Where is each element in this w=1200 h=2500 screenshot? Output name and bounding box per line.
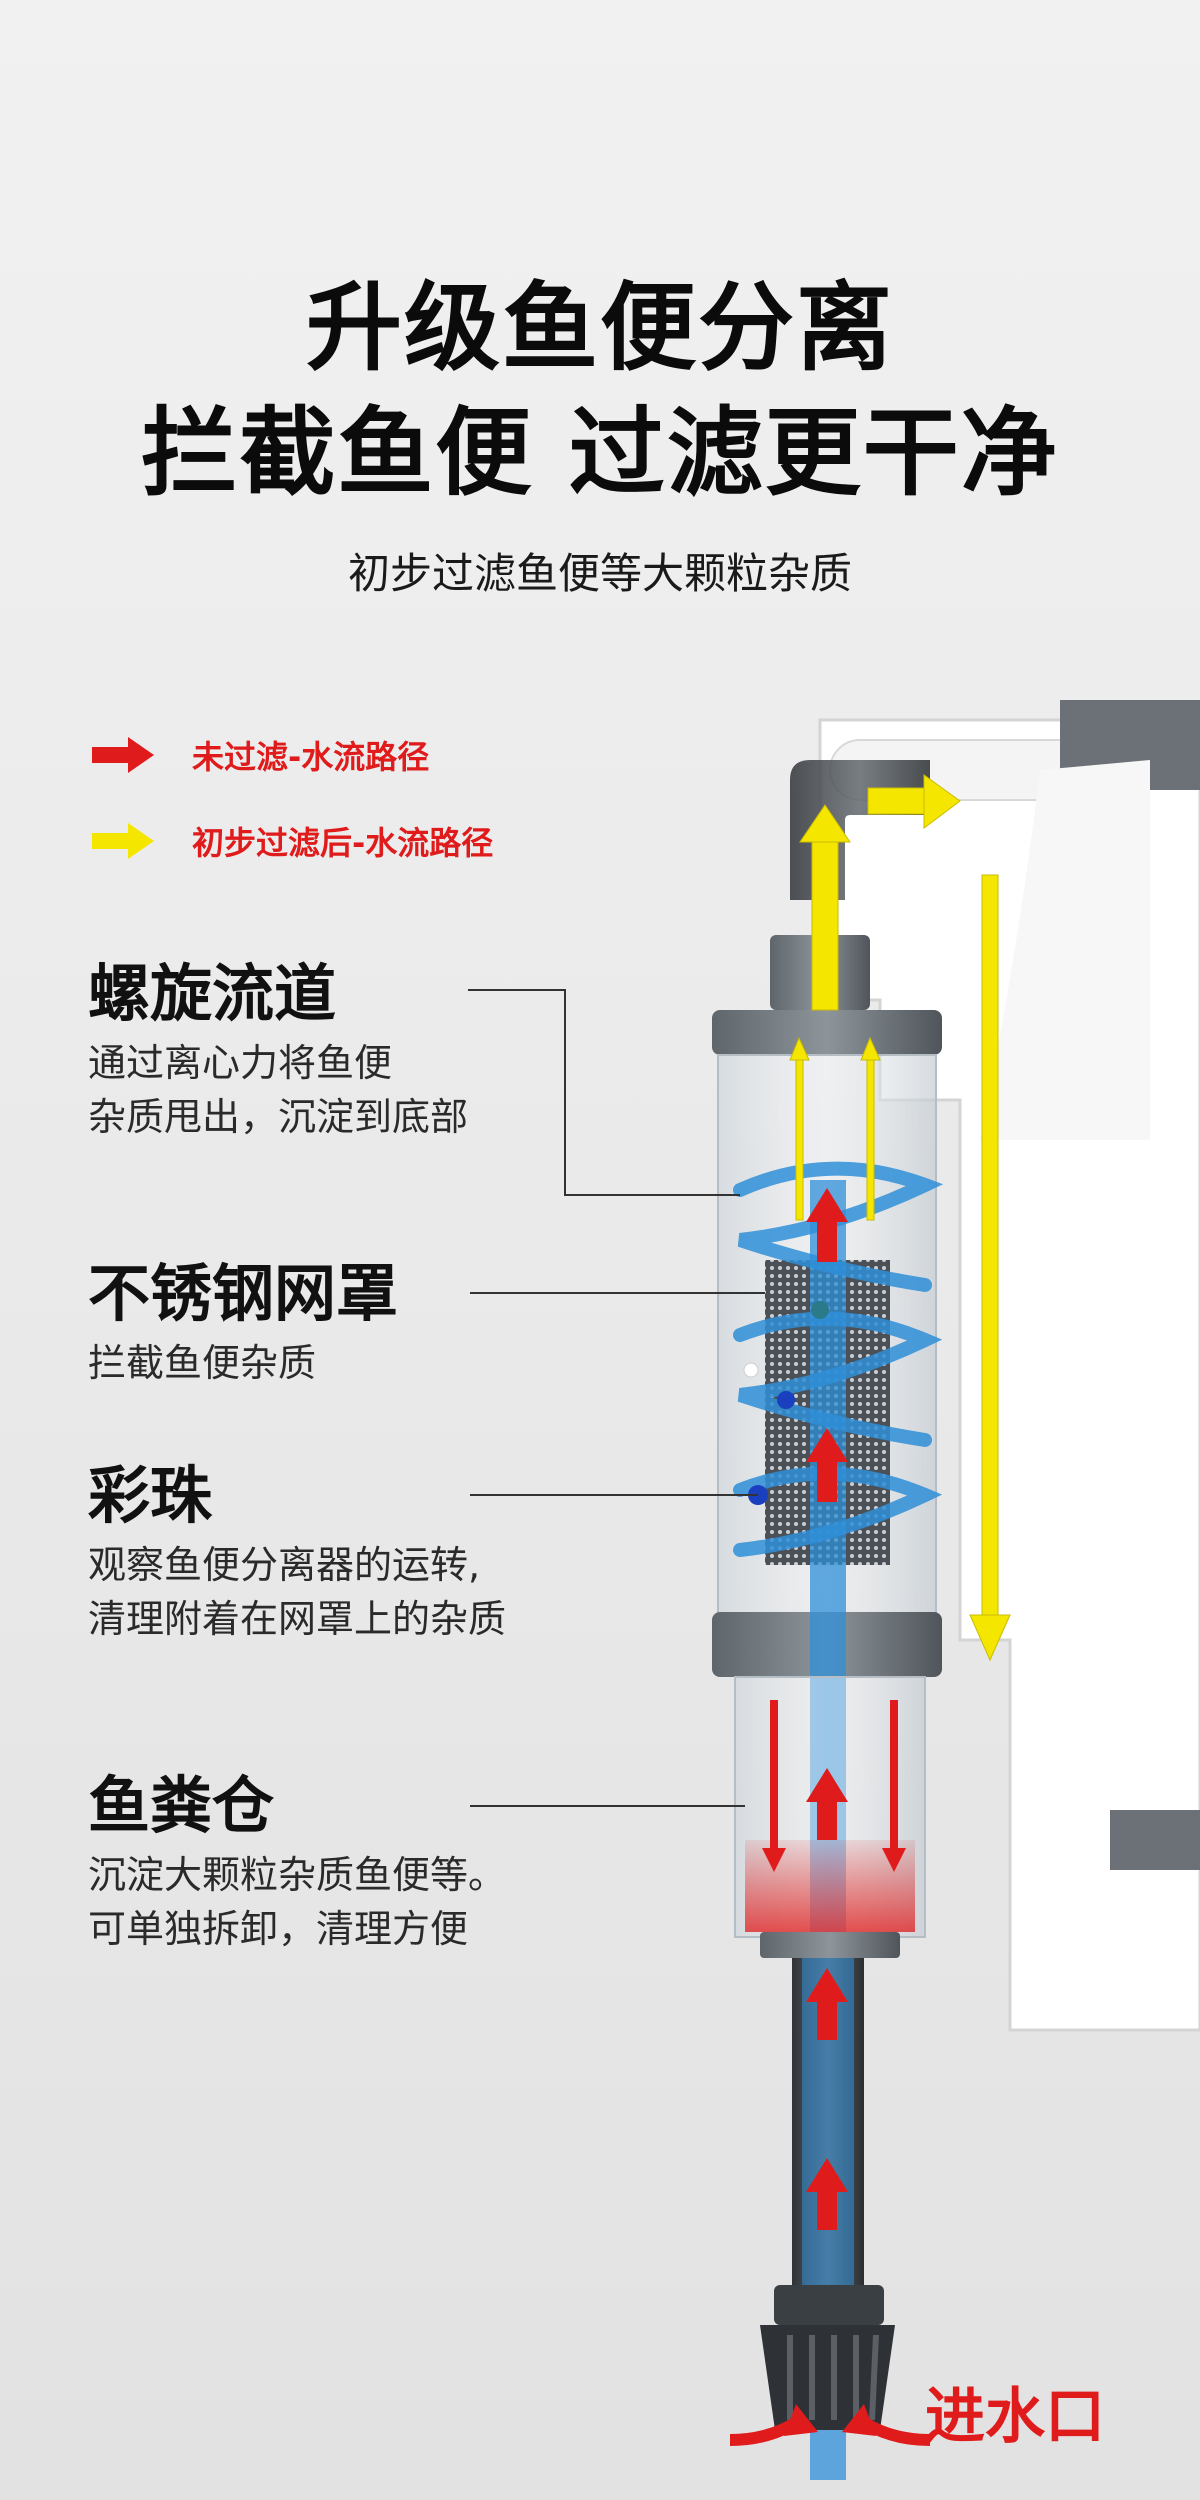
feature-name: 彩珠	[88, 1459, 213, 1532]
feature-name: 不锈钢网罩	[88, 1257, 399, 1330]
feature-colored-beads: 彩珠 观察鱼便分离器的运转, 清理附着在网罩上的杂质	[88, 1460, 506, 1647]
feature-name: 螺旋流道	[88, 957, 337, 1030]
inlet-label: 进水口	[925, 2382, 1105, 2452]
inlet-pipe	[760, 1958, 895, 2430]
feature-steel-mesh: 不锈钢网罩 拦截鱼便杂质	[88, 1258, 398, 1391]
legend-unfiltered-label: 未过滤-水流路径	[192, 738, 430, 776]
legend-filtered-label: 初步过滤后-水流路径	[192, 824, 494, 862]
red-arrow-icon	[92, 737, 154, 773]
feature-desc: 沉淀大颗粒杂质鱼便等。 可单独拆卸，清理方便	[88, 1853, 507, 1952]
feature-waste-bin: 鱼粪仓 沉淀大颗粒杂质鱼便等。 可单独拆卸，清理方便	[88, 1770, 506, 1957]
yellow-arrow-icon	[92, 823, 154, 859]
legend-filtered: 初步过滤后-水流路径	[92, 818, 493, 864]
feature-spiral-channel: 螺旋流道 通过离心力将鱼便 杂质甩出，沉淀到底部	[88, 958, 468, 1145]
filtered-flow-arrows	[789, 774, 1011, 1662]
headline-line1: 升级鱼便分离	[306, 272, 894, 384]
legend-unfiltered: 未过滤-水流路径	[92, 732, 429, 778]
leader-lines	[468, 989, 765, 1807]
feature-name: 鱼粪仓	[88, 1769, 275, 1842]
feature-desc: 拦截鱼便杂质	[88, 1341, 317, 1386]
unfiltered-flow-arrows	[729, 1188, 931, 2446]
feature-desc: 观察鱼便分离器的运转, 清理附着在网罩上的杂质	[88, 1543, 507, 1642]
feature-desc: 通过离心力将鱼便 杂质甩出，沉淀到底部	[88, 1041, 469, 1140]
subtitle: 初步过滤鱼便等大颗粒杂质	[347, 549, 852, 598]
headline-line2: 拦截鱼便 过滤更干净	[141, 397, 1059, 509]
